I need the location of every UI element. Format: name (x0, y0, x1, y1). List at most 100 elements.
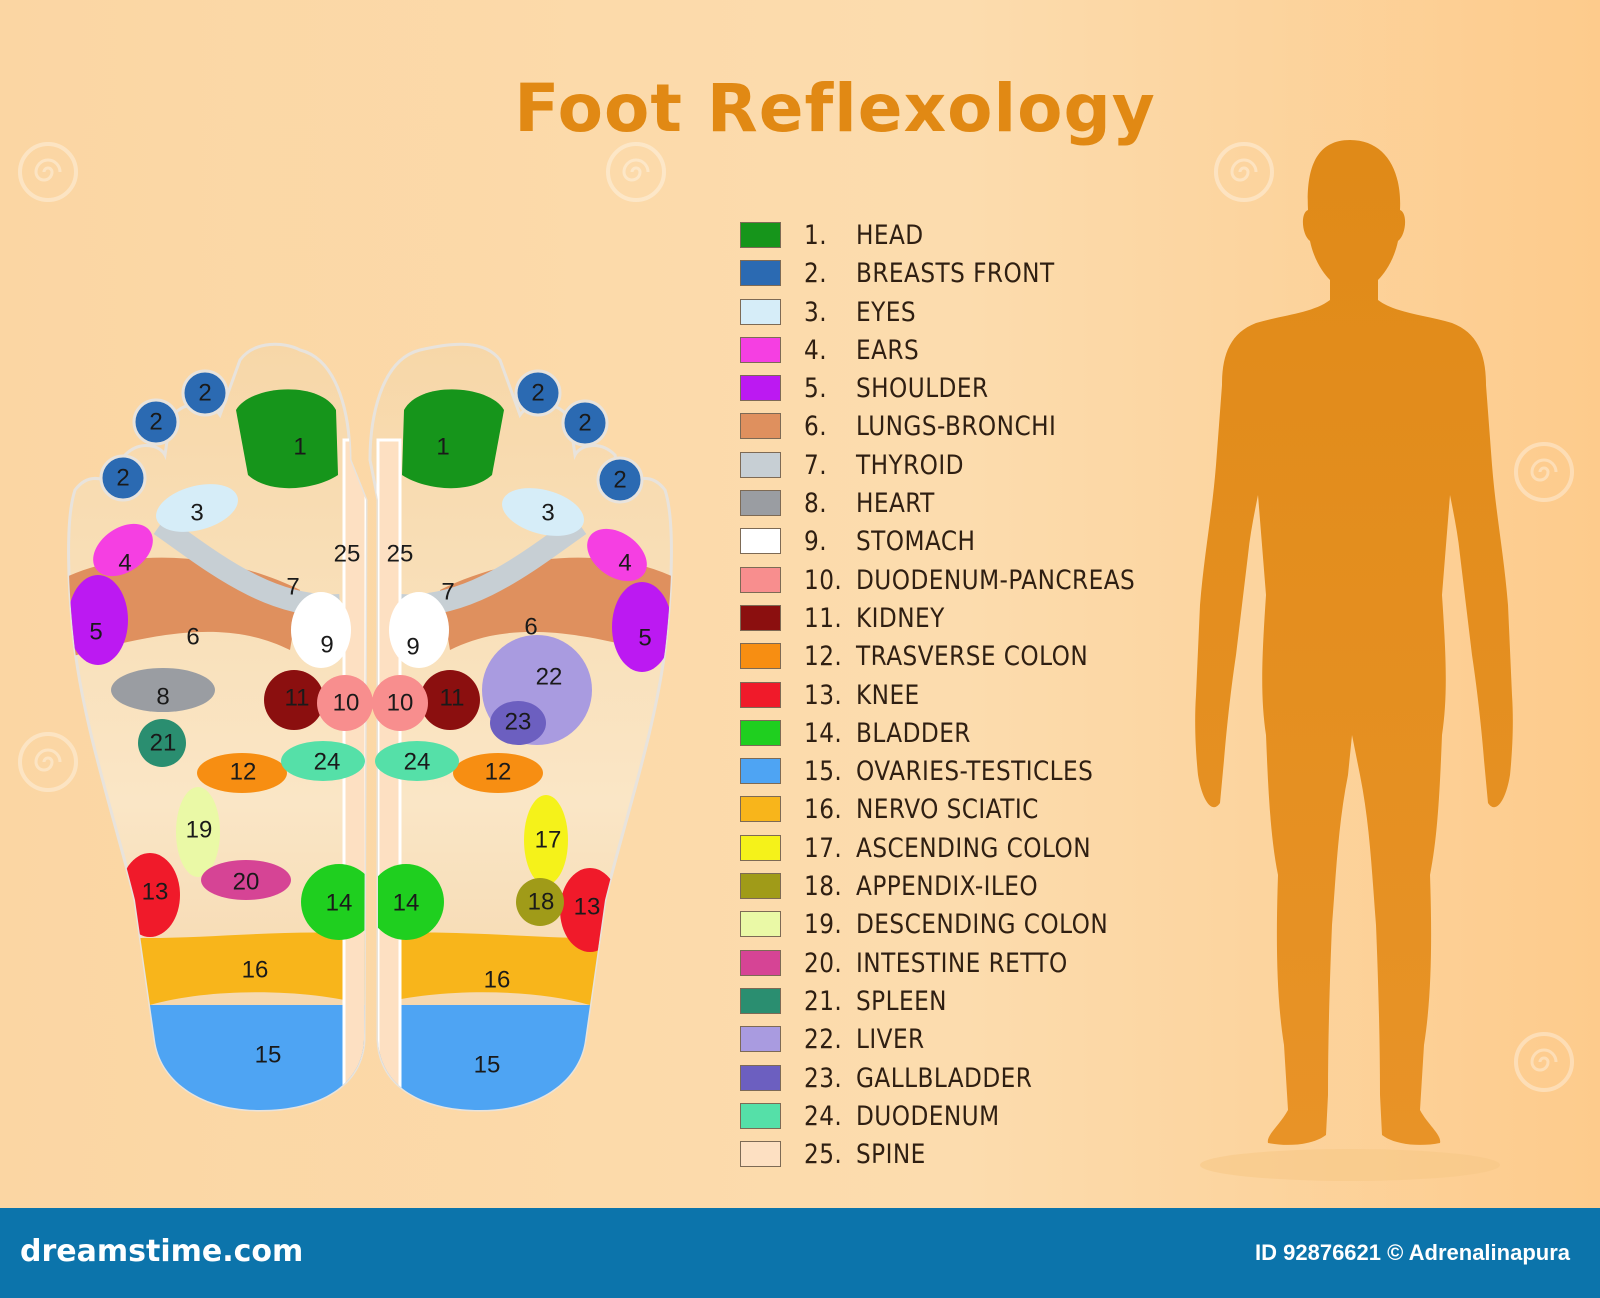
svg-text:2: 2 (149, 409, 162, 436)
legend-number: 24. (804, 1100, 843, 1132)
legend-label: GALLBLADDER (856, 1062, 1033, 1094)
legend-label: HEART (856, 488, 935, 520)
svg-text:14: 14 (326, 890, 353, 917)
svg-text:18: 18 (528, 889, 555, 916)
svg-text:5: 5 (89, 619, 102, 646)
svg-text:24: 24 (314, 749, 341, 776)
svg-text:9: 9 (320, 632, 333, 659)
legend-label: DUODENUM (856, 1100, 1000, 1132)
legend-swatch (740, 260, 781, 287)
legend-item: 21. SPLEEN (740, 986, 1180, 1024)
legend-item: 17. ASCENDING COLON (740, 833, 1180, 871)
svg-text:11: 11 (440, 685, 465, 712)
legend-number: 6. (804, 411, 828, 443)
legend-label: EYES (856, 296, 916, 328)
legend-swatch (740, 949, 781, 976)
legend-swatch (740, 298, 781, 325)
legend-label: OVARIES-TESTICLES (856, 756, 1094, 788)
page-title: Foot Reflexology (514, 70, 1156, 147)
legend-label: BREASTS FRONT (856, 258, 1055, 290)
legend-swatch (740, 1102, 781, 1129)
svg-text:19: 19 (186, 817, 213, 844)
svg-text:14: 14 (393, 890, 420, 917)
legend-swatch (740, 222, 781, 248)
svg-text:15: 15 (255, 1042, 282, 1069)
legend-label: DUODENUM-PANCREAS (856, 564, 1136, 596)
legend-label: BLADDER (856, 717, 971, 749)
svg-text:16: 16 (484, 967, 511, 994)
legend-label: LIVER (856, 1024, 925, 1056)
legend-number: 4. (804, 334, 828, 366)
svg-text:2: 2 (613, 467, 626, 494)
zone-1-head (236, 389, 338, 489)
image-credit: ID 92876621 © Adrenalinapura (1255, 1240, 1570, 1265)
legend-item: 8. HEART (740, 488, 1180, 526)
watermark-icon (1512, 1030, 1576, 1094)
svg-text:2: 2 (578, 410, 591, 437)
legend-item: 10. DUODENUM-PANCREAS (740, 565, 1180, 603)
legend-swatch (740, 451, 781, 478)
legend-label: SHOULDER (856, 373, 989, 405)
svg-text:4: 4 (618, 550, 631, 577)
legend-swatch (740, 566, 781, 593)
left-foot (67, 342, 373, 1112)
svg-text:20: 20 (233, 869, 260, 896)
svg-text:23: 23 (505, 709, 532, 736)
svg-text:4: 4 (118, 550, 131, 577)
svg-text:12: 12 (485, 759, 512, 786)
zone-label: 1 (436, 434, 449, 461)
legend-label: LUNGS-BRONCHI (856, 411, 1057, 443)
legend-item: 25.SPINE (740, 1139, 1180, 1177)
legend-number: 11. (804, 602, 843, 634)
legend-swatch (740, 681, 781, 708)
legend-number: 17. (804, 832, 843, 864)
svg-text:17: 17 (535, 827, 562, 854)
legend-swatch (740, 834, 781, 861)
legend-label: DESCENDING COLON (856, 909, 1109, 941)
svg-text:13: 13 (574, 894, 601, 921)
legend-item: 14.BLADDER (740, 718, 1180, 756)
svg-text:5: 5 (638, 625, 651, 652)
svg-text:3: 3 (190, 500, 203, 527)
legend-item: 11. KIDNEY (740, 603, 1180, 641)
zone-14-bladder (301, 864, 366, 940)
legend-swatch (740, 375, 781, 402)
legend-item: 23. GALLBLADDER (740, 1063, 1180, 1101)
legend-swatch (740, 987, 781, 1014)
legend-number: 5. (804, 373, 828, 405)
svg-text:15: 15 (474, 1052, 501, 1079)
legend-item: 6. LUNGS-BRONCHI (740, 411, 1180, 449)
legend-swatch (740, 643, 781, 670)
legend-swatch (740, 873, 781, 900)
legend-number: 2. (804, 258, 828, 290)
footer-bar: dreamstime.com ID 92876621 © Adrenalinap… (0, 1208, 1600, 1298)
zone-15-ovaries-testicles (68, 1005, 366, 1110)
svg-text:16: 16 (242, 957, 269, 984)
legend-label: SPLEEN (856, 985, 947, 1017)
legend-swatch (740, 490, 781, 517)
legend-item: 22.LIVER (740, 1024, 1180, 1062)
legend-item: 15.OVARIES-TESTICLES (740, 756, 1180, 794)
legend-swatch (740, 604, 781, 631)
legend-number: 7. (804, 449, 828, 481)
legend-swatch (740, 1026, 781, 1053)
legend-label: KIDNEY (856, 602, 945, 634)
legend-label: HEAD (856, 220, 924, 251)
legend-item: 20.INTESTINE RETTO (740, 948, 1180, 986)
legend-number: 10. (804, 564, 843, 596)
legend-number: 25. (804, 1139, 843, 1171)
svg-text:2: 2 (198, 380, 211, 407)
legend-label: ASCENDING COLON (856, 832, 1092, 864)
legend-swatch (740, 336, 781, 363)
legend-swatch (740, 796, 781, 823)
svg-text:6: 6 (524, 614, 537, 641)
legend-label: INTESTINE RETTO (856, 947, 1068, 979)
legend-number: 21. (804, 985, 843, 1017)
svg-text:12: 12 (230, 759, 257, 786)
svg-text:7: 7 (441, 579, 454, 606)
brand-logo-text[interactable]: dreamstime.com (20, 1234, 304, 1269)
legend-number: 23. (804, 1062, 843, 1094)
legend-number: 8. (804, 488, 828, 520)
svg-text:11: 11 (285, 685, 310, 712)
watermark-icon (1212, 140, 1276, 204)
